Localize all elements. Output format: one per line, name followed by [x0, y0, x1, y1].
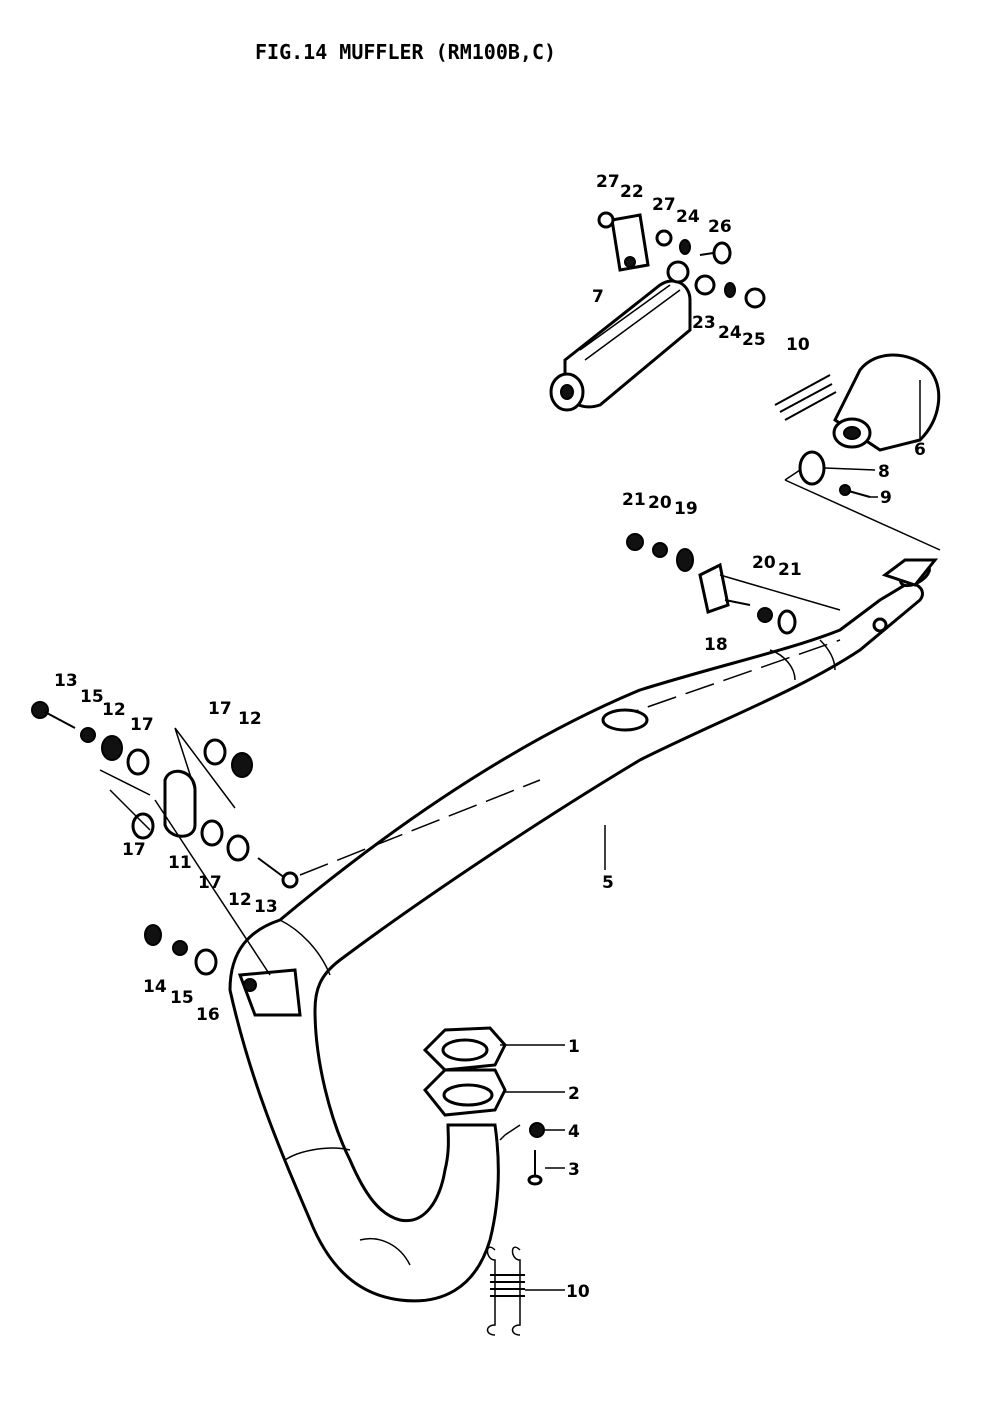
callout-22: 22 — [620, 182, 644, 202]
callout-21a: 21 — [622, 490, 646, 510]
silencer-6 — [832, 353, 941, 452]
callout-17c: 17 — [122, 840, 146, 860]
fasteners — [31, 211, 941, 976]
callout-24b: 24 — [718, 323, 742, 343]
callout-13a: 13 — [54, 671, 78, 691]
callout-14: 14 — [143, 977, 167, 997]
callout-17d: 17 — [198, 873, 222, 893]
callout-27a: 27 — [596, 172, 620, 192]
callout-8: 8 — [878, 462, 890, 482]
callout-18: 18 — [704, 635, 728, 655]
callout-25: 25 — [742, 330, 766, 350]
callout-21b: 21 — [778, 560, 802, 580]
callout-16: 16 — [196, 1005, 220, 1025]
callout-24a: 24 — [676, 207, 700, 227]
callout-12a: 12 — [102, 700, 126, 720]
callout-13b: 13 — [254, 897, 278, 917]
callout-15a: 15 — [80, 687, 104, 707]
bracket-22 — [610, 213, 650, 272]
callout-27b: 27 — [652, 195, 676, 215]
callout-4: 4 — [568, 1122, 580, 1142]
callout-15b: 15 — [170, 988, 194, 1008]
figure-title: FIG.14 MUFFLER (RM100B,C) — [255, 40, 557, 64]
callout-1: 1 — [568, 1037, 580, 1057]
callout-20b: 20 — [752, 553, 776, 573]
callout-17a: 17 — [130, 715, 154, 735]
callout-26: 26 — [708, 217, 732, 237]
callout-6: 6 — [914, 440, 926, 460]
callout-12c: 12 — [228, 890, 252, 910]
callout-2: 2 — [568, 1084, 580, 1104]
callout-10b: 10 — [566, 1282, 590, 1302]
callout-9: 9 — [880, 488, 892, 508]
callout-leaders — [500, 380, 921, 1291]
callout-17b: 17 — [208, 699, 232, 719]
expansion-chamber — [228, 558, 939, 1336]
callout-19: 19 — [674, 499, 698, 519]
callout-12b: 12 — [238, 709, 262, 729]
silencer-7 — [549, 260, 692, 412]
callout-5: 5 — [602, 873, 614, 893]
callout-3: 3 — [568, 1160, 580, 1180]
callout-10a: 10 — [786, 335, 810, 355]
callout-23: 23 — [692, 313, 716, 333]
callout-7: 7 — [592, 287, 604, 307]
callout-20a: 20 — [648, 493, 672, 513]
callout-11: 11 — [168, 853, 192, 873]
callout-labels: 1 2 4 3 10 5 6 7 8 9 10 11 12 12 12 13 1… — [54, 172, 926, 1302]
